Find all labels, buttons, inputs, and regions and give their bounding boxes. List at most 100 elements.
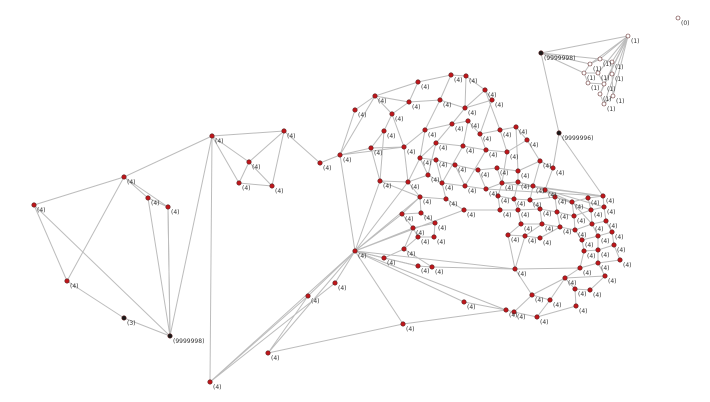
graph-node[interactable] (556, 130, 562, 136)
graph-node[interactable] (539, 221, 545, 227)
graph-node[interactable] (31, 202, 37, 208)
graph-node[interactable] (512, 266, 518, 272)
graph-node[interactable] (537, 235, 543, 241)
graph-node[interactable] (433, 157, 439, 163)
graph-node[interactable] (538, 50, 544, 56)
graph-node[interactable] (609, 229, 615, 235)
graph-node[interactable] (609, 71, 615, 77)
graph-node[interactable] (552, 194, 558, 200)
graph-node[interactable] (305, 293, 311, 299)
graph-node[interactable] (595, 70, 601, 76)
graph-node[interactable] (530, 183, 536, 189)
graph-node[interactable] (269, 183, 275, 189)
graph-node[interactable] (497, 207, 503, 213)
graph-node[interactable] (609, 59, 615, 65)
graph-node[interactable] (600, 193, 606, 199)
graph-node[interactable] (601, 101, 607, 107)
graph-node[interactable] (121, 174, 127, 180)
graph-node[interactable] (425, 172, 431, 178)
graph-node[interactable] (415, 234, 421, 240)
graph-node[interactable] (537, 158, 543, 164)
graph-node[interactable] (597, 91, 603, 97)
graph-node[interactable] (515, 207, 521, 213)
graph-node[interactable] (610, 93, 616, 99)
graph-node[interactable] (475, 167, 481, 173)
graph-node[interactable] (503, 307, 509, 313)
graph-node[interactable] (601, 81, 607, 87)
graph-node[interactable] (415, 79, 421, 85)
graph-node[interactable] (595, 247, 601, 253)
graph-node[interactable] (581, 248, 587, 254)
graph-node[interactable] (460, 143, 466, 149)
graph-node[interactable] (452, 162, 458, 168)
graph-node[interactable] (417, 155, 423, 161)
graph-node[interactable] (581, 70, 587, 76)
graph-node[interactable] (368, 145, 374, 151)
graph-node[interactable] (511, 196, 517, 202)
graph-node[interactable] (547, 297, 553, 303)
graph-node[interactable] (207, 379, 213, 385)
graph-node[interactable] (463, 73, 469, 79)
graph-node[interactable] (352, 107, 358, 113)
graph-node[interactable] (595, 233, 601, 239)
graph-node[interactable] (429, 264, 435, 270)
graph-node[interactable] (236, 180, 242, 186)
graph-node[interactable] (352, 248, 358, 254)
graph-node[interactable] (602, 273, 608, 279)
graph-node[interactable] (572, 286, 578, 292)
graph-node[interactable] (527, 197, 533, 203)
graph-node[interactable] (372, 93, 378, 99)
graph-node[interactable] (495, 193, 501, 199)
graph-node[interactable] (281, 128, 287, 134)
graph-node[interactable] (401, 144, 407, 150)
graph-node[interactable] (332, 280, 338, 286)
graph-node[interactable] (337, 152, 343, 158)
graph-node[interactable] (585, 195, 591, 201)
graph-node[interactable] (209, 133, 215, 139)
graph-node[interactable] (246, 159, 252, 165)
graph-node[interactable] (515, 168, 521, 174)
graph-node[interactable] (595, 260, 601, 266)
graph-node[interactable] (462, 105, 468, 111)
graph-node[interactable] (585, 80, 591, 86)
graph-node[interactable] (587, 61, 593, 67)
graph-node[interactable] (431, 234, 437, 240)
graph-node[interactable] (477, 131, 483, 137)
graph-node[interactable] (399, 211, 405, 217)
graph-node[interactable] (499, 180, 505, 186)
graph-node[interactable] (489, 97, 495, 103)
graph-node[interactable] (389, 111, 395, 117)
graph-node[interactable] (494, 165, 500, 171)
graph-node[interactable] (64, 278, 70, 284)
graph-node[interactable] (577, 265, 583, 271)
graph-node[interactable] (562, 275, 568, 281)
graph-node[interactable] (573, 303, 579, 309)
graph-node[interactable] (121, 315, 127, 321)
graph-node[interactable] (422, 127, 428, 133)
graph-node[interactable] (465, 118, 471, 124)
graph-node[interactable] (511, 309, 517, 315)
graph-node[interactable] (462, 183, 468, 189)
graph-node[interactable] (432, 220, 438, 226)
graph-node[interactable] (439, 180, 445, 186)
graph-node[interactable] (145, 195, 151, 201)
graph-node[interactable] (165, 204, 171, 210)
graph-node[interactable] (448, 72, 454, 78)
graph-node[interactable] (518, 221, 524, 227)
graph-node[interactable] (572, 227, 578, 233)
graph-node[interactable] (603, 218, 609, 224)
graph-node[interactable] (461, 207, 467, 213)
graph-node[interactable] (497, 127, 503, 133)
graph-node[interactable] (437, 97, 443, 103)
graph-node[interactable] (449, 121, 455, 127)
graph-node[interactable] (554, 209, 560, 215)
graph-node[interactable] (401, 246, 407, 252)
graph-node[interactable] (504, 149, 510, 155)
graph-node[interactable] (167, 333, 173, 339)
graph-node[interactable] (529, 292, 535, 298)
graph-node[interactable] (617, 257, 623, 263)
graph-node[interactable] (542, 187, 548, 193)
graph-node[interactable] (483, 186, 489, 192)
graph-node[interactable] (417, 194, 423, 200)
graph-node[interactable] (406, 99, 412, 105)
